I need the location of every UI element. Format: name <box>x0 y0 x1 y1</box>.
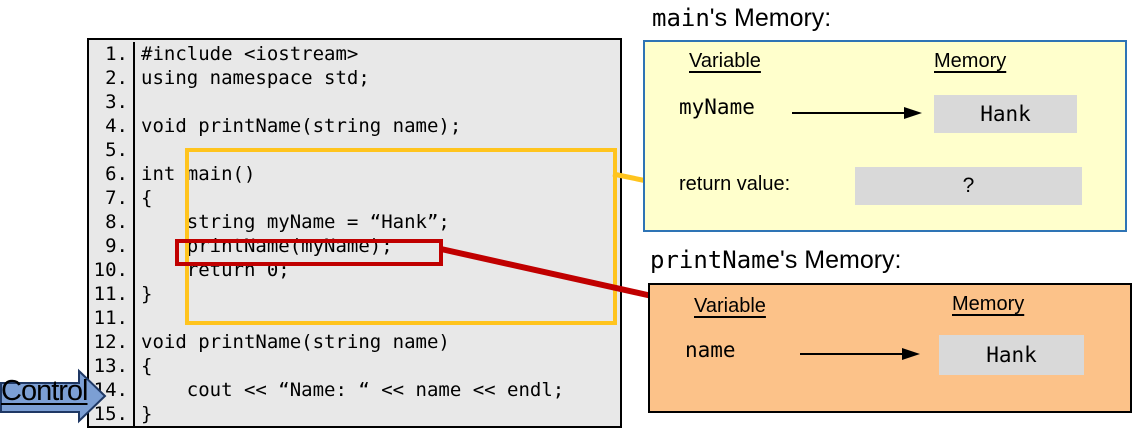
code-line: 12. void printName(string name) <box>89 330 620 354</box>
code-text: } <box>141 283 153 305</box>
code-text: { <box>141 355 153 377</box>
line-number: 7. <box>89 186 135 210</box>
code-line: 11. <box>89 306 620 330</box>
main-myname-value-box: Hank <box>934 95 1077 133</box>
code-text: string myName = “Hank”; <box>141 211 450 233</box>
main-memory-box: Variable Memory myName Hank return value… <box>643 40 1127 232</box>
code-text: printName(myName); <box>141 235 393 257</box>
code-panel: 1. #include <iostream> 2. using namespace s… <box>87 38 622 428</box>
code-line: 8. string myName = “Hank”; <box>89 210 620 234</box>
printname-memory-title: printName's Memory: <box>650 246 902 275</box>
code-text <box>135 90 141 114</box>
code-line: 11.} <box>89 282 620 306</box>
printname-memory-title-code: printName <box>650 246 781 274</box>
code-text: void printName(string name) <box>141 331 450 353</box>
line-number: 5. <box>89 138 135 162</box>
control-arrow-icon <box>0 368 107 424</box>
code-text <box>135 138 141 162</box>
line-number: 10. <box>89 258 135 282</box>
line-number: 4. <box>89 114 135 138</box>
printname-variable-column-header: Variable <box>694 295 766 317</box>
main-memory-title-code: main <box>652 4 710 32</box>
printname-memory-title-rest: 's Memory: <box>780 246 902 274</box>
main-memory-title-rest: 's Memory: <box>709 4 832 32</box>
line-number: 11. <box>89 306 135 330</box>
code-text: return 0; <box>141 259 290 281</box>
line-number: 9. <box>89 234 135 258</box>
code-text: } <box>141 403 153 425</box>
line-number: 8. <box>89 210 135 234</box>
code-text: { <box>141 187 153 209</box>
code-text: cout << “Name: “ << name << endl; <box>141 379 565 401</box>
code-lines: 1. #include <iostream> 2. using namespace s… <box>89 42 620 426</box>
code-line: 9. printName(myName); <box>89 234 620 258</box>
code-text: #include <iostream> <box>141 43 359 65</box>
printname-name-value-box: Hank <box>939 335 1084 375</box>
control-label: Control <box>1 375 89 407</box>
line-number: 6. <box>89 162 135 186</box>
code-text: using namespace std; <box>141 67 370 89</box>
main-memory-title: main's Memory: <box>652 4 831 33</box>
code-line: 10. return 0; <box>89 258 620 282</box>
code-text: int main() <box>141 163 256 185</box>
code-line: 3. <box>89 90 620 114</box>
printname-memory-box: Variable Memory name Hank <box>648 283 1132 413</box>
code-line: 6. int main() <box>89 162 620 186</box>
printname-name-label: name <box>685 338 736 362</box>
code-text: void printName(string name); <box>141 115 462 137</box>
printname-memory-column-header: Memory <box>952 293 1025 315</box>
line-number: 2. <box>89 66 135 90</box>
code-line: 2. using namespace std; <box>89 66 620 90</box>
code-line: 14. cout << “Name: “ << name << endl; <box>89 378 620 402</box>
code-line: 15.} <box>89 402 620 426</box>
main-return-value-label: return value: <box>679 173 791 195</box>
main-myname-label: myName <box>679 95 755 119</box>
code-line: 7. { <box>89 186 620 210</box>
line-number: 11. <box>89 282 135 306</box>
code-text <box>135 306 141 330</box>
main-myname-arrow-icon <box>792 107 922 119</box>
line-number: 1. <box>89 42 135 66</box>
main-memory-column-header: Memory <box>934 50 1007 72</box>
code-line: 4. void printName(string name); <box>89 114 620 138</box>
line-number: 12. <box>89 330 135 354</box>
line-number: 3. <box>89 90 135 114</box>
line-number: 13. <box>89 354 135 378</box>
printname-name-arrow-icon <box>800 348 920 360</box>
code-line: 13. { <box>89 354 620 378</box>
code-line: 1. #include <iostream> <box>89 42 620 66</box>
main-return-value-box: ? <box>855 167 1082 205</box>
line-number: 15. <box>89 402 135 426</box>
code-line: 5. <box>89 138 620 162</box>
main-variable-column-header: Variable <box>689 50 761 72</box>
